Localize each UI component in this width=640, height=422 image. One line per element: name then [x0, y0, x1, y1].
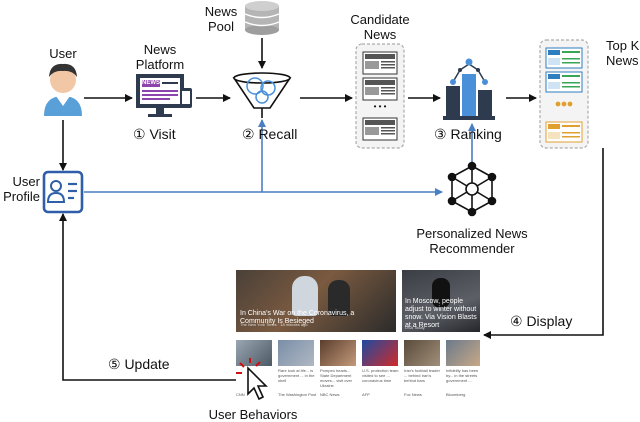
- newspaper-icon: [545, 47, 583, 143]
- thumb-4: [362, 340, 398, 366]
- network-icon: [447, 161, 497, 217]
- headline-left: In China's War on the Coronavirus, a Com…: [240, 310, 355, 325]
- user-icon: [44, 63, 82, 116]
- profile-card-icon: [42, 170, 84, 214]
- recommender-label: Personalized News Recommender: [416, 226, 528, 256]
- thumb-source-5: Fox News: [404, 392, 422, 397]
- user-label: User: [49, 46, 77, 61]
- news-platform-label: News Platform: [135, 42, 185, 72]
- thumb-source-3: NBC News: [320, 392, 340, 397]
- platform-news-logo: NEWS: [142, 80, 160, 86]
- user-behaviors-label: User Behaviors: [208, 407, 298, 422]
- top-k-news-label: Top K News: [606, 38, 640, 68]
- newspaper-icon: [362, 51, 398, 141]
- user-profile-label: User Profile: [3, 174, 40, 204]
- step-visit: ① Visit: [133, 126, 176, 142]
- thumb-6: [446, 340, 480, 366]
- thumb-3: [320, 340, 356, 366]
- dots-icon: [555, 101, 573, 107]
- source-left: The New York Times · 18 minutes ago: [240, 322, 308, 327]
- database-icon: [244, 1, 280, 35]
- thumb-text-5: Iran's football leader ... behind Iran's…: [404, 368, 440, 383]
- ranking-icon: [443, 58, 495, 120]
- source-right: USA Today: [405, 325, 425, 330]
- monitor-icon: [136, 74, 192, 117]
- headline-photo-right: In Moscow, people adjust to winter witho…: [402, 270, 480, 332]
- thumb-source-1: CNN: [236, 392, 245, 397]
- thumb-1: [236, 340, 272, 366]
- arrow-update-profile: [59, 213, 236, 381]
- arrow-topk-display: [483, 148, 604, 339]
- thumb-5: [404, 340, 440, 366]
- candidate-ellipsis: • • •: [373, 102, 387, 111]
- funnel-icon: [232, 72, 292, 118]
- step-recall: ② Recall: [242, 126, 298, 142]
- headline-photo-left: In China's War on the Coronavirus, a Com…: [236, 270, 396, 332]
- candidate-news-label: Candidate News: [350, 12, 410, 42]
- thumb-text-6: Infidelity has been by... in the streets…: [446, 368, 479, 383]
- news-website-screenshot: In China's War on the Coronavirus, a Com…: [236, 270, 480, 400]
- thumb-text-3: Pompeo heads... State Department moves..…: [320, 368, 353, 388]
- thumb-text-4: U.S. protection team visited to see ... …: [362, 368, 399, 383]
- step-update: ⑤ Update: [108, 356, 170, 372]
- news-pool-label: News Pool: [204, 4, 238, 34]
- thumb-source-2: The Washington Post: [278, 392, 317, 397]
- thumb-2: [278, 340, 314, 366]
- thumb-source-6: Bloomberg: [446, 392, 466, 397]
- thumb-source-4: AFP: [362, 392, 370, 397]
- step-ranking: ③ Ranking: [434, 126, 502, 142]
- headline-right: In Moscow, people adjust to winter witho…: [405, 298, 477, 329]
- thumb-text-2: Rare look at life... is government ... i…: [278, 368, 315, 383]
- step-display: ④ Display: [510, 313, 573, 329]
